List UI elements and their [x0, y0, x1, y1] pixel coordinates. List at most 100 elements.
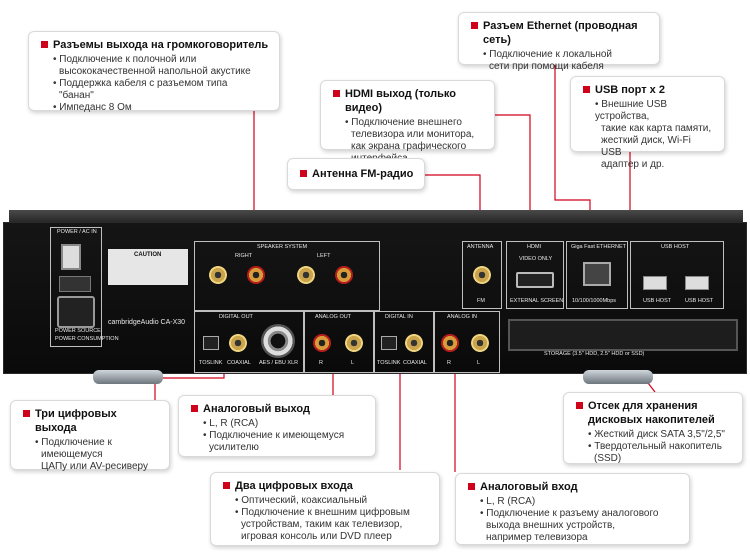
rubber-foot-right	[583, 370, 653, 384]
list-item: телевизора или монитора,	[351, 129, 475, 140]
device-rear-panel: POWER / AC IN POWER SOURCE POWER CONSUMP…	[3, 210, 747, 388]
list-item: • Подключение внешнего	[345, 117, 462, 128]
analog-in-section: ANALOG IN R L	[434, 311, 500, 373]
power-switch[interactable]	[61, 244, 81, 270]
list-item: устройствам, таким как телевизор,	[241, 519, 403, 530]
list-item: имеющемуся	[41, 449, 103, 460]
analog-out-section: ANALOG OUT R L	[304, 311, 374, 373]
hdmi-label: HDMI	[527, 244, 542, 250]
list-item: (SSD)	[594, 453, 622, 464]
coaxial-out-label: COAXIAL	[227, 360, 251, 366]
speaker-terminal-left-neg[interactable]	[297, 266, 315, 284]
list-item: как экрана графического	[351, 141, 467, 152]
gige-label: Giga Fast ETHERNET	[571, 244, 627, 250]
power-consumption-label: POWER CONSUMPTION	[55, 336, 119, 342]
list-item: • Подключение к имеющемуся	[203, 430, 345, 441]
analog-in-l-label: L	[477, 360, 481, 366]
usb-list: • Внешние USB устройства, такие как карт…	[583, 99, 714, 171]
analog-out-l-label: L	[351, 360, 355, 366]
storage-bay-title: Отсек для хранения дисковых накопителей	[576, 399, 732, 427]
coaxial-in-label: COAXIAL	[403, 360, 427, 366]
speaker-left-label: LEFT	[317, 253, 331, 259]
coaxial-out-port[interactable]	[229, 334, 247, 352]
analog-in-right[interactable]	[441, 334, 459, 352]
power-section: POWER / AC IN POWER SOURCE POWER CONSUMP…	[50, 227, 119, 347]
rubber-foot-left	[93, 370, 163, 384]
antenna-label: ANTENNA	[467, 244, 494, 250]
speaker-right-label: RIGHT	[235, 253, 253, 259]
list-item: • Подключение к внешним цифровым	[235, 507, 410, 518]
speaker-terminal-left-pos[interactable]	[335, 266, 353, 284]
xlr-aes-ebu-port[interactable]	[261, 324, 295, 358]
analog-out-left[interactable]	[345, 334, 363, 352]
usb-port-2[interactable]	[685, 276, 709, 290]
digital-outputs-list: • Подключение к имеющемуся ЦАПу или AV-р…	[23, 437, 159, 473]
analog-out-r-label: R	[319, 360, 323, 366]
analog-in-r-label: R	[447, 360, 451, 366]
toslink-out-label: TOSLINK	[199, 360, 223, 366]
usb-host-label-2: USB HOST	[685, 298, 714, 304]
storage-label: STORAGE (3.5" HDD, 2.5" HDD or SSD)	[544, 351, 645, 357]
list-item: адаптер и др.	[601, 159, 665, 170]
callout-digital-outputs: Три цифровых выхода • Подключение к имею…	[10, 400, 170, 473]
fm-label: FM	[477, 298, 485, 304]
list-item: • Оптический, коаксиальный	[235, 495, 368, 506]
list-item: • Подключение к полочной или	[53, 54, 197, 65]
usb-host-label-1: USB HOST	[643, 298, 672, 304]
digital-inputs-title: Два цифровых входа	[223, 479, 429, 493]
callout-usb: USB порт x 2 • Внешние USB устройства, т…	[570, 76, 725, 170]
speaker-outputs-title: Разъемы выхода на громкоговоритель	[41, 38, 269, 52]
list-item: высококачественной напольной акустике	[59, 66, 251, 77]
digital-in-label: DIGITAL IN	[385, 314, 413, 320]
analog-in-label: ANALOG IN	[447, 314, 477, 320]
hdmi-port[interactable]	[516, 272, 554, 288]
list-item: такие как карта памяти,	[601, 123, 712, 134]
fm-antenna-port[interactable]	[473, 266, 491, 284]
list-item: сети при помощи кабеля	[489, 61, 604, 72]
list-item: выхода внешних устройств,	[486, 520, 616, 531]
speaker-terminal-right-neg[interactable]	[209, 266, 227, 284]
hdmi-section: HDMI VIDEO ONLY EXTERNAL SCREEN	[506, 241, 564, 309]
list-item: • Импеданс 8 Ом	[53, 102, 132, 113]
iec-power-inlet[interactable]	[57, 296, 95, 328]
callout-antenna: Антенна FM-радио	[287, 158, 425, 190]
caution-label: CAUTION	[134, 252, 162, 258]
rear-panel-face: POWER / AC IN POWER SOURCE POWER CONSUMP…	[3, 222, 747, 374]
list-item: • Внешние USB устройства,	[595, 99, 668, 122]
callout-speaker-outputs: Разъемы выхода на громкоговоритель • Под…	[28, 31, 280, 113]
speaker-terminal-right-pos[interactable]	[247, 266, 265, 284]
power-source-label: POWER SOURCE	[55, 328, 101, 334]
list-item: игровая консоль или DVD плеер	[241, 531, 392, 542]
aes-ebu-label: AES / EBU XLR	[259, 360, 299, 366]
list-item: • Подключение к локальной	[483, 49, 613, 60]
callout-digital-inputs: Два цифровых входа • Оптический, коаксиа…	[210, 472, 440, 546]
analog-out-right[interactable]	[313, 334, 331, 352]
brand-label: cambridgeAudio CA-X30	[108, 319, 186, 326]
digital-in-section: DIGITAL IN TOSLINK COAXIAL	[374, 311, 434, 373]
ethernet-port[interactable]	[583, 262, 611, 286]
video-only-label: VIDEO ONLY	[519, 256, 553, 262]
ethernet-section: Giga Fast ETHERNET 10/100/1000Mbps	[566, 241, 628, 309]
storage-bay-door[interactable]	[508, 319, 738, 351]
toslink-out-port[interactable]	[203, 336, 219, 350]
usb-port-1[interactable]	[643, 276, 667, 290]
antenna-title: Антенна FM-радио	[300, 167, 414, 181]
digital-out-section: DIGITAL OUT TOSLINK COAXIAL AES / EBU XL…	[194, 311, 304, 373]
list-item: • Жесткий диск SATA 3,5"/2,5"	[588, 429, 725, 440]
coaxial-in-port[interactable]	[405, 334, 423, 352]
usb-title: USB порт x 2	[583, 83, 714, 97]
list-item: усилителю	[209, 442, 259, 453]
callout-analog-out: Аналоговый выход • L, R (RCA) • Подключе…	[178, 395, 376, 457]
toslink-in-port[interactable]	[381, 336, 397, 350]
toslink-in-label: TOSLINK	[377, 360, 401, 366]
digital-inputs-list: • Оптический, коаксиальный • Подключение…	[223, 495, 429, 543]
hdmi-title: HDMI выход (только видео)	[333, 87, 484, 115]
usb-section: USB HOST USB HOST USB HOST	[630, 241, 724, 309]
callout-storage-bay: Отсек для хранения дисковых накопителей …	[563, 392, 743, 464]
speaker-system-section: SPEAKER SYSTEM RIGHT LEFT	[194, 241, 380, 311]
callout-hdmi: HDMI выход (только видео) • Подключение …	[320, 80, 495, 164]
callout-analog-in: Аналоговый вход • L, R (RCA) • Подключен…	[455, 473, 690, 545]
list-item: • Подключение к	[35, 437, 112, 448]
analog-in-left[interactable]	[471, 334, 489, 352]
ethernet-title: Разъем Ethernet (проводная сеть)	[471, 19, 649, 47]
